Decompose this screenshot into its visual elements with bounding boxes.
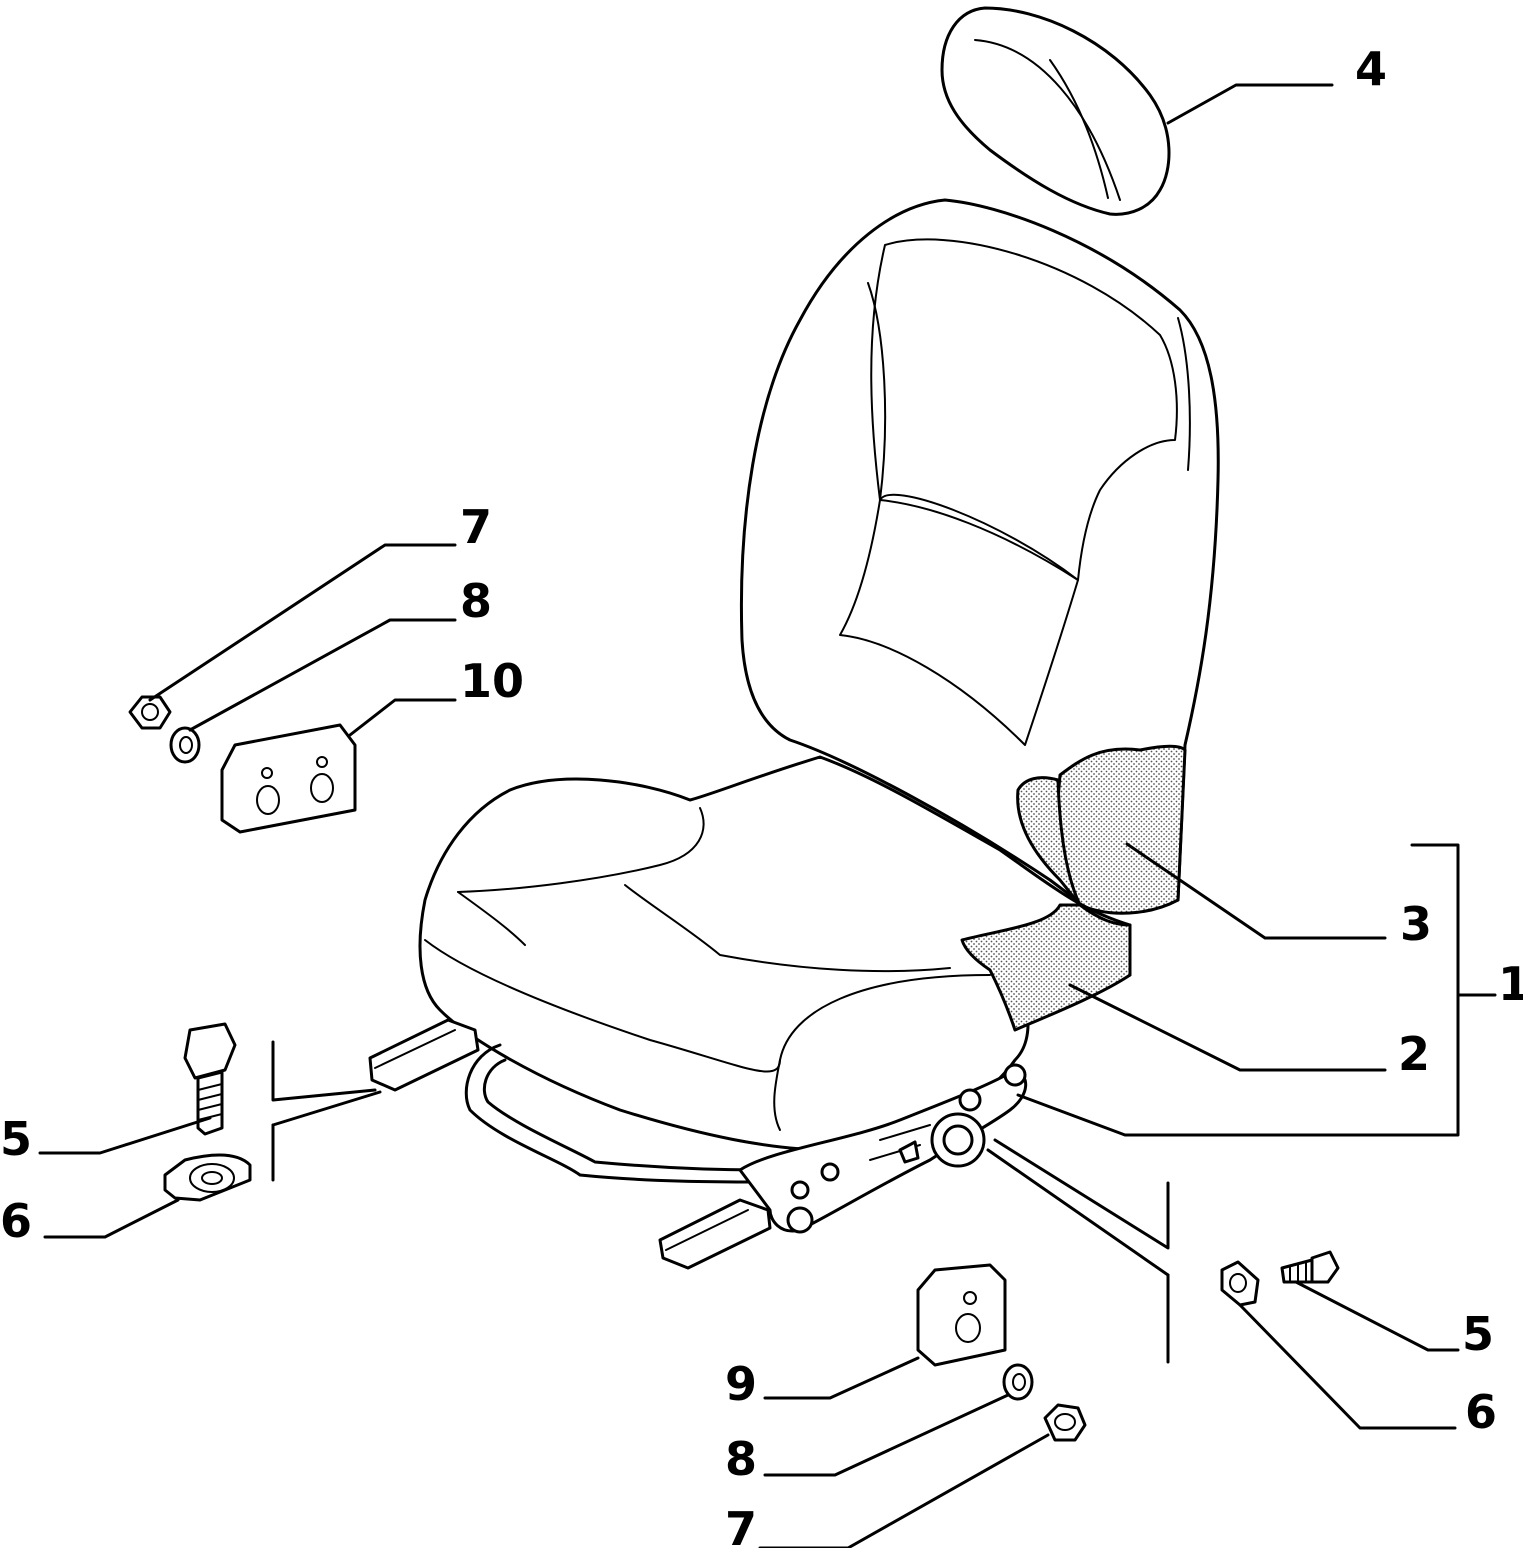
- recliner-mechanism: [738, 1063, 1028, 1234]
- mounting-plate-bottom: [916, 1263, 1007, 1367]
- callout-8-bottom: 8: [725, 1432, 757, 1486]
- nut-bottom: [1043, 1403, 1087, 1442]
- square-nut-right: [1220, 1260, 1260, 1307]
- callout-7-top: 7: [460, 500, 492, 554]
- nut-top: [128, 695, 172, 730]
- callout-5-left: 5: [0, 1112, 32, 1166]
- seat-rails: [368, 1018, 772, 1270]
- washer-top: [169, 726, 201, 764]
- headrest: [940, 6, 1171, 216]
- callout-5-right: 5: [1462, 1307, 1494, 1361]
- callout-6-left: 6: [0, 1194, 32, 1248]
- callout-1: 1: [1498, 957, 1523, 1011]
- bolt-right: [1280, 1250, 1340, 1284]
- callout-2: 2: [1398, 1027, 1430, 1081]
- callout-9: 9: [725, 1357, 757, 1411]
- callout-3: 3: [1400, 897, 1432, 951]
- callout-4: 4: [1355, 42, 1387, 96]
- seat-side-cover: [960, 903, 1132, 1032]
- washer-bottom: [1002, 1363, 1034, 1401]
- callout-10: 10: [460, 654, 524, 708]
- mounting-plate-top: [220, 723, 357, 834]
- seat-backrest: [739, 198, 1220, 907]
- callout-7-bottom: 7: [725, 1502, 757, 1548]
- seat-cushion: [418, 755, 1132, 1152]
- leader-lines: [38, 83, 1497, 1548]
- callout-8-top: 8: [460, 574, 492, 628]
- backrest-hinge-cover: [1016, 744, 1187, 915]
- callout-6-right: 6: [1465, 1385, 1497, 1439]
- tab-washer-left: [163, 1153, 252, 1202]
